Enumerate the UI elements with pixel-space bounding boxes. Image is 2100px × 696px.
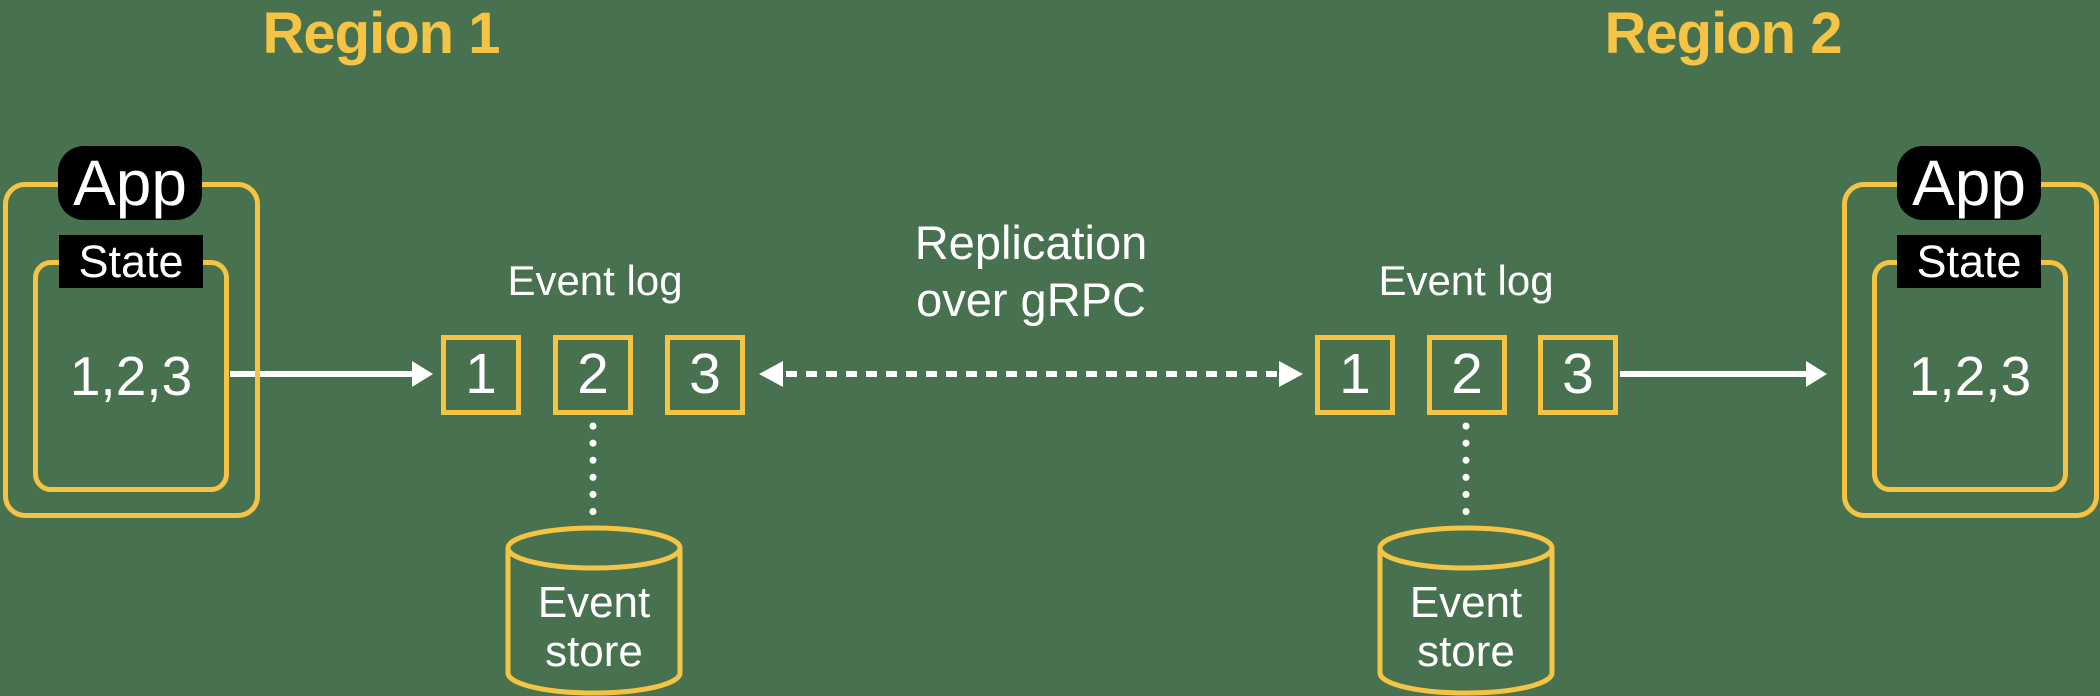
region2-event-store-line2: store [1417, 627, 1515, 676]
region2-event-log-entry-3: 3 [1538, 335, 1618, 415]
replication-dotted-arrow [759, 361, 1303, 387]
region1-event-store-label: Event store [494, 578, 694, 676]
region2-title: Region 2 [1604, 1, 1843, 66]
region2-log-to-app-arrow [1620, 361, 1827, 387]
region1-event-log-entry-1: 1 [441, 335, 521, 415]
replication-label: Replication over gRPC [881, 214, 1181, 328]
region1-app-label: App [58, 146, 202, 220]
region1-event-log-label: Event log [507, 257, 683, 304]
region2-state-value: 1,2,3 [1908, 345, 2032, 407]
region1-app-to-log-arrow [230, 361, 433, 387]
region2-event-log-entry-1: 1 [1315, 335, 1395, 415]
region1-event-log-entry-2: 2 [553, 335, 633, 415]
replication-label-line1: Replication [914, 216, 1148, 269]
region2-event-log-entry-2: 2 [1427, 335, 1507, 415]
region2-event-log-label: Event log [1378, 257, 1554, 304]
region1-event-log-entry-3: 3 [665, 335, 745, 415]
replication-label-line2: over gRPC [916, 273, 1146, 326]
region1-state-value: 1,2,3 [69, 345, 193, 407]
region2-app-label: App [1897, 146, 2041, 220]
region1-state-label: State [59, 235, 203, 288]
region2-event-store-line1: Event [1409, 578, 1523, 627]
region2-state-label: State [1897, 235, 2041, 288]
region1-event-store-line2: store [545, 627, 643, 676]
region1-title: Region 1 [262, 1, 501, 66]
region2-event-store-label: Event store [1366, 578, 1566, 676]
region1-event-store-line1: Event [537, 578, 651, 627]
